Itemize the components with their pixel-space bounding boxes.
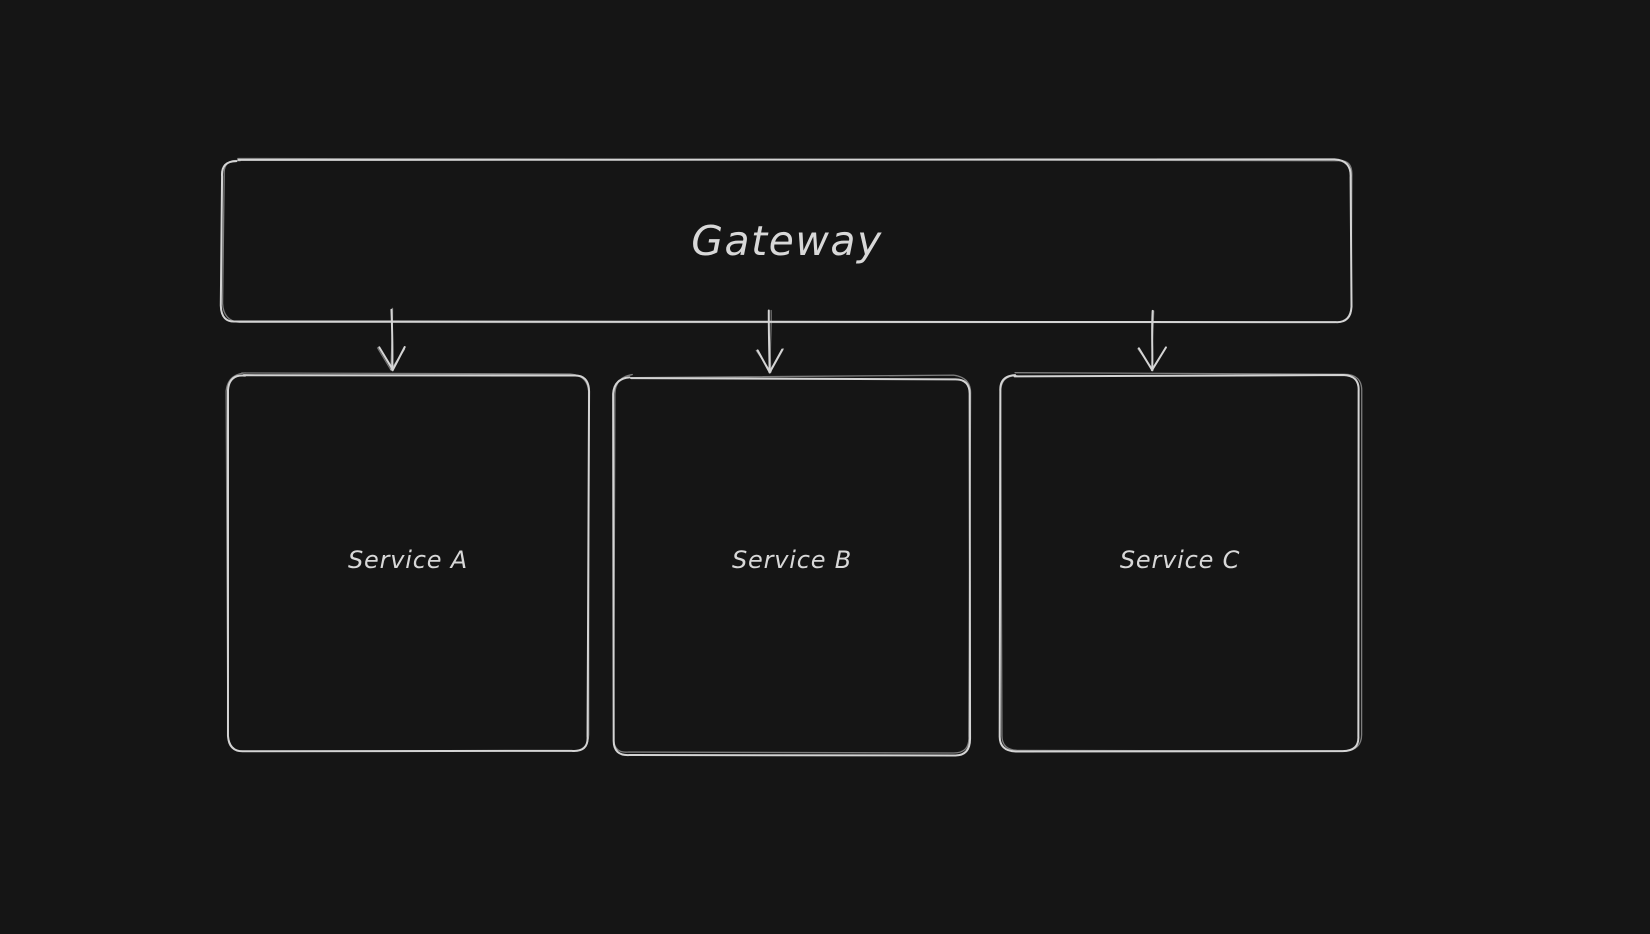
node-gateway-label: Gateway [691, 216, 883, 265]
edge-gateway-to-service-b[interactable] [756, 308, 784, 356]
edge-gateway-to-service-c[interactable] [1138, 308, 1166, 356]
node-service-a-label: Service A [348, 546, 468, 574]
node-service-c-label: Service C [1119, 546, 1241, 574]
node-service-b-label: Service B [732, 546, 852, 574]
edge-gateway-to-service-a[interactable] [378, 308, 406, 356]
